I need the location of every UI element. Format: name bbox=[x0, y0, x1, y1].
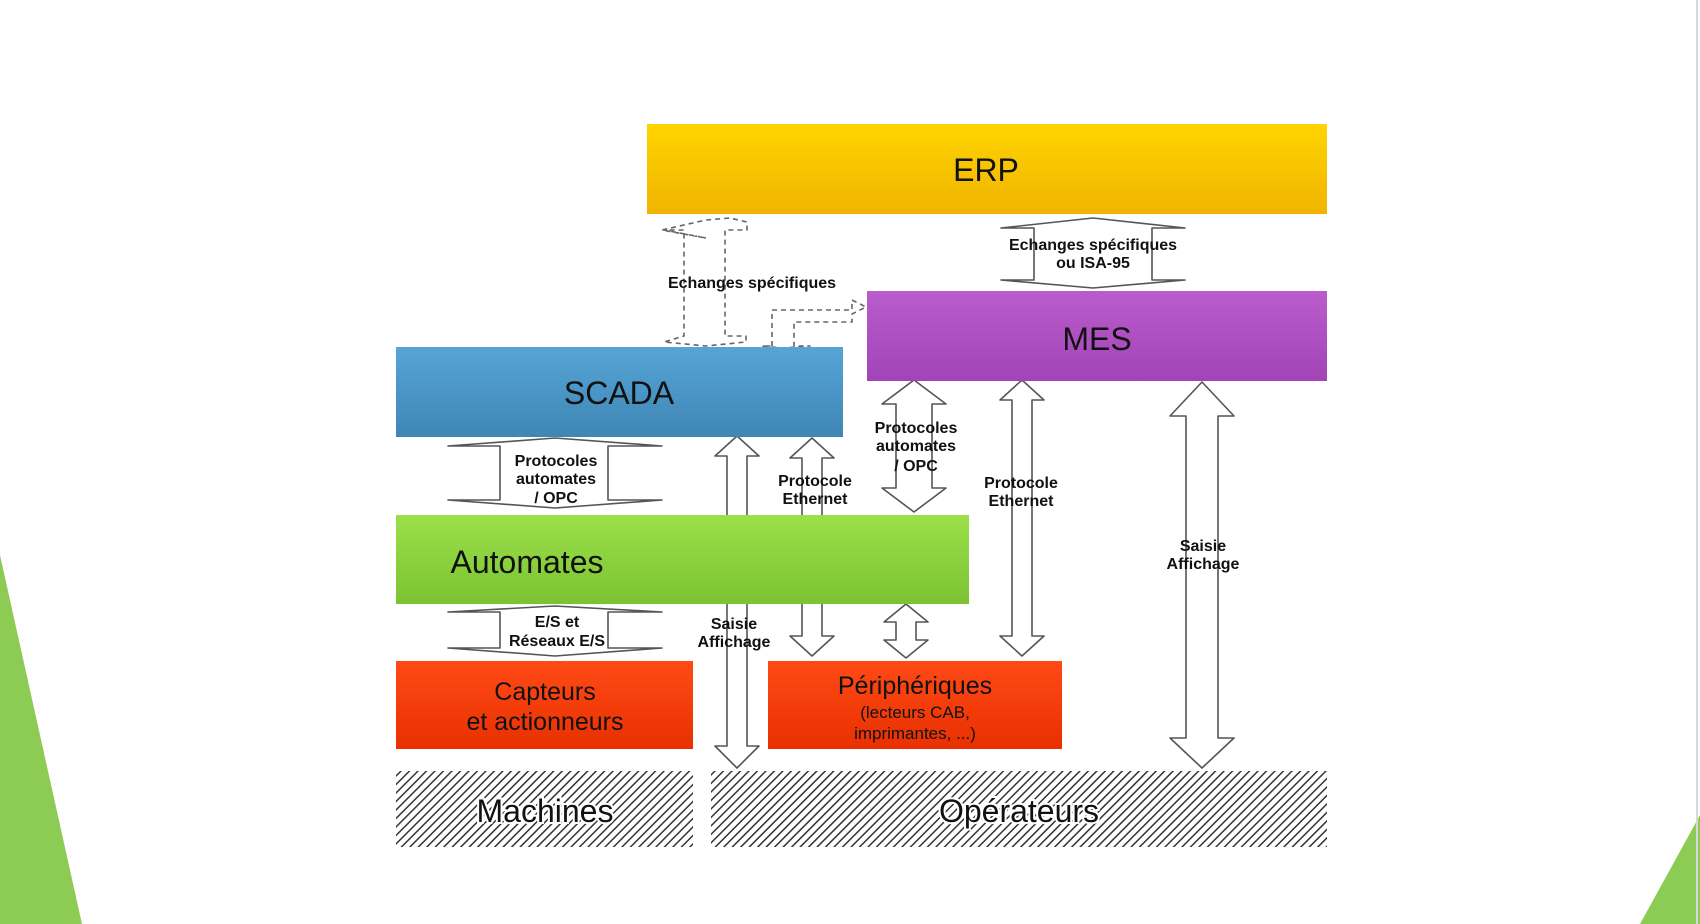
operateurs-label: Opérateurs bbox=[939, 793, 1099, 829]
mes-box: MES bbox=[867, 291, 1327, 381]
capteurs-box: Capteurs et actionneurs bbox=[396, 661, 693, 749]
mes-peripheriques-arrow bbox=[999, 379, 1045, 657]
erp-scada-link-label: Echanges spécifiques bbox=[668, 275, 836, 292]
scada-operateurs-link-label-line1: Saisie bbox=[711, 616, 757, 633]
scada-automates-link-label-line3: / OPC bbox=[534, 490, 578, 507]
corner-decoration-left bbox=[0, 555, 82, 924]
erp-mes-link-label-line2: ou ISA-95 bbox=[1056, 255, 1130, 272]
automates-peripheriques-arrow bbox=[883, 603, 929, 659]
machines-label: Machines bbox=[477, 793, 614, 829]
peripheriques-box: Périphériques (lecteurs CAB, imprimantes… bbox=[768, 661, 1062, 749]
scada-automates-link-label-line2: automates bbox=[516, 471, 596, 488]
erp-mes-link-label-line1: Echanges spécifiques bbox=[1009, 237, 1177, 254]
peripheriques-label-line3: imprimantes, ...) bbox=[854, 724, 976, 743]
mes-automates-link-label-line2: automates bbox=[876, 438, 956, 455]
automates-label: Automates bbox=[451, 544, 604, 580]
erp-scada-dashed-arrow bbox=[661, 217, 748, 347]
scada-mes-dashed-arrow bbox=[761, 299, 867, 349]
scada-automates-arrow bbox=[447, 437, 663, 509]
erp-mes-arrow bbox=[1000, 217, 1186, 289]
mes-peripheriques-link-label-line1: Protocole bbox=[984, 475, 1058, 492]
mes-automates-arrow bbox=[881, 379, 947, 513]
automates-box: Automates bbox=[396, 515, 969, 604]
machines-box: Machines bbox=[396, 771, 693, 847]
automates-capteurs-link-label-line1: E/S et bbox=[535, 614, 580, 631]
operateurs-box: Opérateurs bbox=[711, 771, 1327, 847]
scada-automates-link-label-line1: Protocoles bbox=[515, 453, 598, 470]
mes-operateurs-link-label-line1: Saisie bbox=[1180, 538, 1226, 555]
peripheriques-label-line2: (lecteurs CAB, bbox=[860, 703, 970, 722]
scada-peripheriques-link-label-line2: Ethernet bbox=[783, 491, 849, 508]
corner-decoration-right bbox=[1640, 815, 1700, 924]
capteurs-label-line1: Capteurs bbox=[494, 678, 595, 706]
mes-label: MES bbox=[1062, 321, 1131, 357]
scada-box: SCADA bbox=[396, 347, 843, 437]
automates-capteurs-link-label-line2: Réseaux E/S bbox=[509, 633, 605, 650]
scada-label: SCADA bbox=[564, 375, 675, 411]
mes-peripheriques-link-label-line2: Ethernet bbox=[989, 493, 1055, 510]
peripheriques-label-line1: Périphériques bbox=[838, 672, 992, 700]
erp-label: ERP bbox=[953, 152, 1019, 188]
mes-automates-link-label-line1: Protocoles bbox=[875, 420, 958, 437]
erp-box: ERP bbox=[647, 124, 1327, 214]
capteurs-label-line2: et actionneurs bbox=[466, 708, 623, 736]
mes-operateurs-link-label-line2: Affichage bbox=[1167, 556, 1240, 573]
scada-operateurs-link-label-line2: Affichage bbox=[698, 634, 771, 651]
automates-capteurs-arrow bbox=[447, 605, 663, 657]
scada-peripheriques-link-label-line1: Protocole bbox=[778, 473, 852, 490]
mes-operateurs-arrow bbox=[1169, 381, 1235, 769]
mes-automates-link-label-line3: / OPC bbox=[894, 458, 938, 475]
